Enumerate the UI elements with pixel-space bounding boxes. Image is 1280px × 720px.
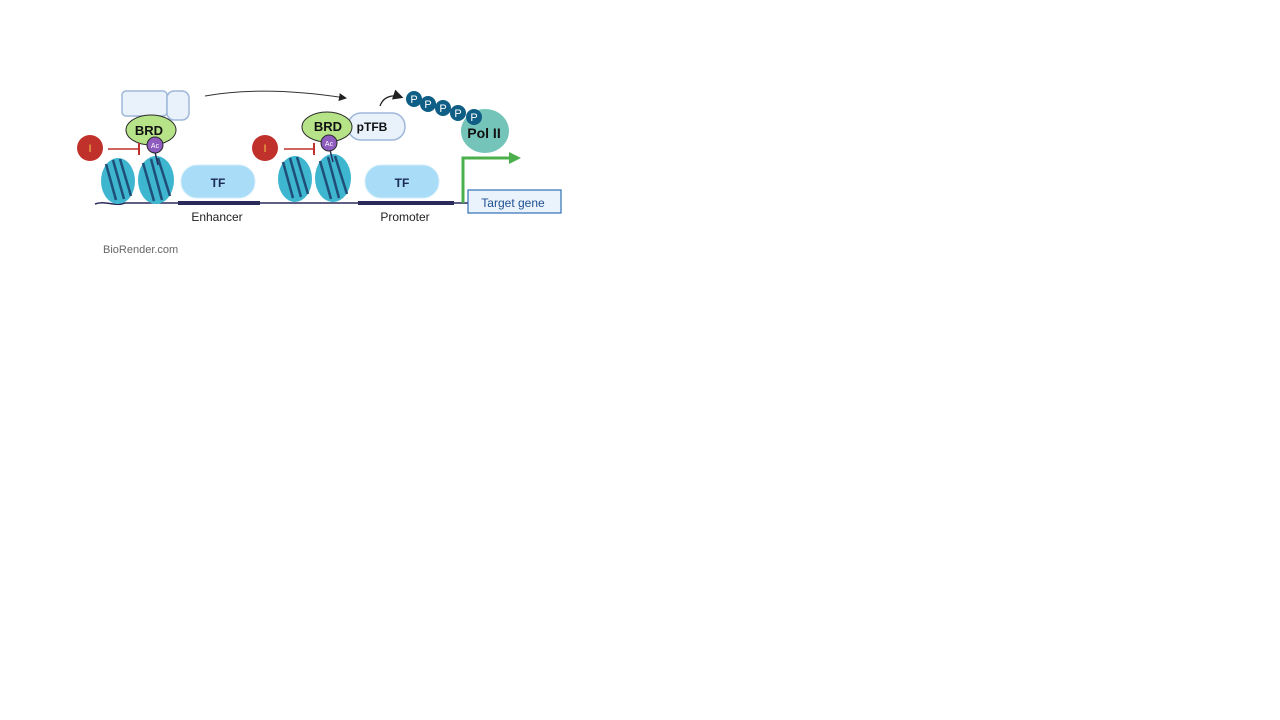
- acetyl-left-label: Ac: [151, 143, 160, 150]
- inhibitor-right-label: I: [263, 143, 266, 155]
- phosphate-label: P: [410, 94, 417, 106]
- phosphate-label: P: [454, 108, 461, 120]
- ptfb-label: pTFB: [357, 120, 388, 134]
- enhancer-label: Enhancer: [191, 210, 242, 224]
- coactivator-box: [122, 91, 167, 116]
- phosphorylation-arrow: [380, 96, 401, 106]
- phosphate-label: P: [439, 103, 446, 115]
- recruitment-arrow: [205, 91, 345, 98]
- tf-left-label: TF: [211, 176, 226, 190]
- biorender-watermark: BioRender.com: [103, 244, 178, 256]
- phosphate-label: P: [470, 112, 477, 124]
- coactivator-small-box: [167, 91, 189, 120]
- promoter-label: Promoter: [380, 210, 429, 224]
- acetyl-right-label: Ac: [325, 141, 334, 148]
- nucleosome-right-1: [278, 156, 312, 202]
- enhancer-region: [178, 201, 260, 205]
- nucleosome-left-2: [138, 156, 174, 204]
- promoter-region: [358, 201, 454, 205]
- tf-right-label: TF: [395, 176, 410, 190]
- nucleosome-left-1: [101, 158, 135, 204]
- brd-left-label: BRD: [135, 123, 163, 138]
- pol2-label: Pol II: [467, 125, 500, 141]
- transcription-arrow-head: [509, 152, 521, 164]
- inhibitor-left-label: I: [88, 143, 91, 155]
- brd-right-label: BRD: [314, 119, 342, 134]
- target-gene-label: Target gene: [481, 196, 545, 210]
- phosphate-label: P: [424, 99, 431, 111]
